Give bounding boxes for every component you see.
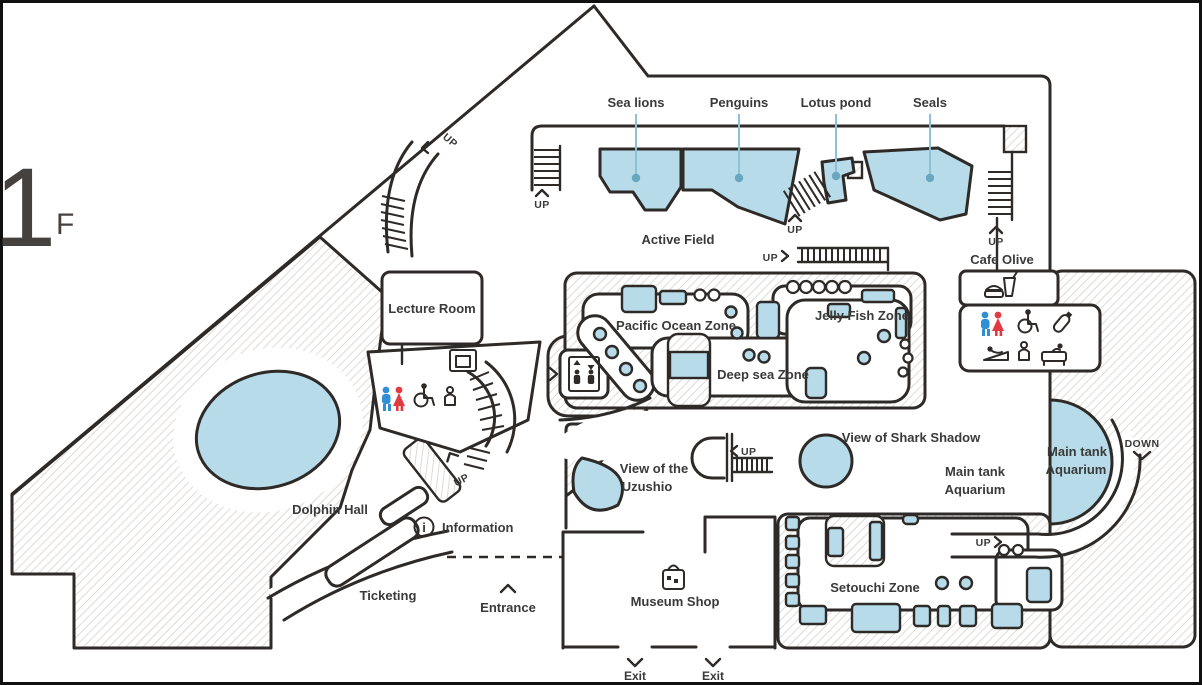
nursing-room-icon <box>1041 343 1067 366</box>
seals-pool <box>862 146 974 222</box>
lecture-room <box>380 270 484 346</box>
label-jelly-fish-zone: Jelly Fish Zone <box>815 308 909 323</box>
wall-top-right <box>592 4 1052 402</box>
restroom-icon <box>981 311 1004 336</box>
stairs-penguin-icon <box>782 171 832 217</box>
sea-lions-pool <box>598 147 683 212</box>
ramp-rail-inner <box>950 418 1124 536</box>
dolphin-pool <box>194 369 342 491</box>
wheelchair-icon <box>413 383 435 408</box>
wall-active-field <box>530 124 1006 192</box>
label-lotus-pond: Lotus pond <box>801 95 872 110</box>
penguins-pool <box>681 147 801 226</box>
label-sea-lions: Sea lions <box>607 95 664 110</box>
shop-bag-icon <box>662 564 685 590</box>
label-exit-west: Exit <box>624 669 646 683</box>
label-information: Information <box>442 520 514 535</box>
label-main-tank-pool-1: Main tank <box>1047 444 1108 459</box>
stairs-dolphin-east-icon <box>463 360 517 470</box>
label-entrance: Entrance <box>480 600 536 615</box>
pools <box>194 146 1114 526</box>
ramp-rail-outer <box>950 453 1142 559</box>
information-icon: i <box>413 516 435 538</box>
up-marker-spiral: UP <box>741 446 756 458</box>
label-museum-shop: Museum Shop <box>631 594 720 609</box>
wheelchair-icon <box>1017 309 1039 334</box>
label-cafe-olive: Cafe Olive <box>970 252 1034 267</box>
stairs-cafe-icon <box>988 171 1012 215</box>
label-main-tank-2: Aquarium <box>945 482 1006 497</box>
label-deep-sea-zone: Deep sea Zone <box>717 367 809 382</box>
up-marker-strip: UP <box>763 252 778 264</box>
elevator-arrow-icon <box>548 366 559 382</box>
wall-shop-right <box>703 515 777 650</box>
label-exit-east: Exit <box>702 669 724 683</box>
label-main-tank-1: Main tank <box>945 464 1006 479</box>
label-shark-shadow: View of Shark Shadow <box>842 430 981 445</box>
sea-lion-show-icon <box>983 346 1009 361</box>
kids-icon <box>1018 341 1030 361</box>
up-marker-cafe-stairs: UP <box>988 236 1003 248</box>
main-tank-ramp <box>955 430 1136 556</box>
corridor-curve <box>555 410 669 462</box>
label-setouchi-zone: Setouchi Zone <box>830 580 920 595</box>
exhibit-tanks <box>592 284 1053 634</box>
label-active-field: Active Field <box>642 232 715 247</box>
information-glyph: i <box>422 520 426 535</box>
stairs-active-field-left-icon <box>534 149 560 186</box>
label-dolphin-hall: Dolphin Hall <box>292 502 368 517</box>
lotus-pond-pool <box>820 156 856 205</box>
kids-icon <box>444 386 456 406</box>
hatch-ramp-wedge <box>402 437 462 503</box>
down-marker: DOWN <box>1125 438 1160 450</box>
wall-diagonal <box>10 4 596 496</box>
wall-shop-left <box>561 530 645 650</box>
elevator-icon <box>568 356 600 392</box>
label-main-tank-pool-2: Aquarium <box>1046 462 1107 477</box>
label-ticketing: Ticketing <box>360 588 417 603</box>
hatch-notch-top-right <box>1002 124 1028 154</box>
building-walls <box>10 4 1142 650</box>
shark-shadow-window <box>798 433 854 489</box>
label-uzushio-1: View of the <box>620 461 688 476</box>
up-marker-ramp: UP <box>976 537 991 549</box>
stairs-curved-northwest-icon <box>380 140 440 258</box>
label-lecture-room: Lecture Room <box>388 301 475 316</box>
cafe-olive-box <box>958 269 1060 307</box>
label-uzushio-2: Uzushio <box>622 479 673 494</box>
pool-leader-lines <box>631 114 935 183</box>
main-tank-pool <box>1048 398 1114 526</box>
stairs-spiral-icon <box>690 432 774 483</box>
direction-chevrons <box>420 140 1152 668</box>
label-penguins: Penguins <box>710 95 769 110</box>
up-marker-band-left: UP <box>534 199 549 211</box>
uzushio-window <box>571 456 624 512</box>
floor-suffix: F <box>56 208 74 241</box>
restroom-west-icons <box>382 383 456 411</box>
up-marker-penguin-stairs: UP <box>787 224 802 236</box>
coin-locker-icon <box>449 344 477 372</box>
food-drink-icon <box>984 271 1018 298</box>
map-labels: 1 F Sea lions Penguins Lotus pond Seals … <box>0 95 1159 683</box>
amenities-box <box>958 303 1102 373</box>
stairs-up-strip-icon <box>796 246 890 272</box>
floor-number: 1 <box>0 145 56 270</box>
label-pacific-ocean-zone: Pacific Ocean Zone <box>616 318 736 333</box>
ticket-gate-short <box>378 485 430 527</box>
vending-bottle-icon <box>1052 311 1073 333</box>
label-seals: Seals <box>913 95 947 110</box>
